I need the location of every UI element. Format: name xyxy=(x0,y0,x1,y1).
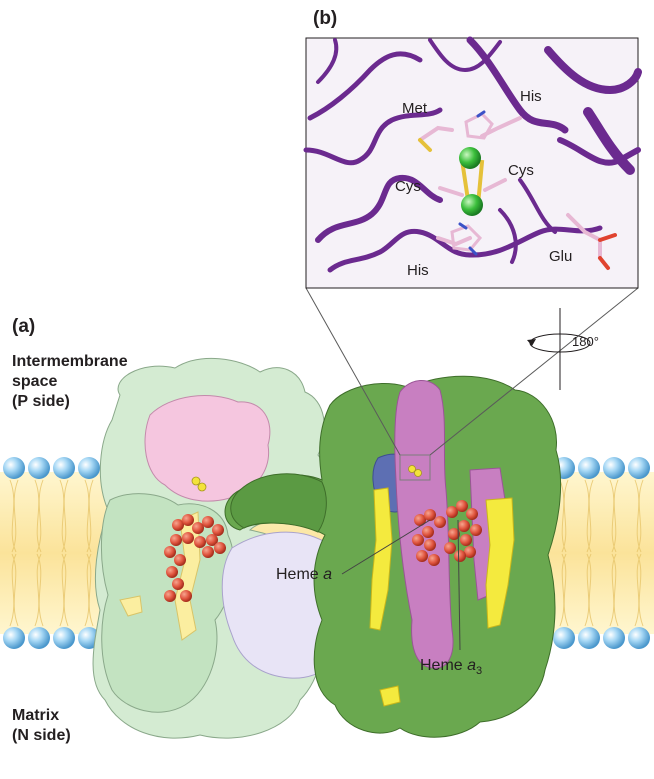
heme-atom xyxy=(192,522,204,534)
heme-cluster-left xyxy=(164,514,226,602)
heme-a3-label: Heme a3 xyxy=(420,657,483,678)
matrix-label: Matrix (N side) xyxy=(12,706,71,746)
copper-atom-top xyxy=(459,147,481,169)
heme-atom xyxy=(416,550,428,562)
lipid-head xyxy=(603,627,625,649)
lipid-tail xyxy=(9,479,19,627)
heme-atom xyxy=(164,546,176,558)
heme-a3-cluster xyxy=(444,500,482,562)
heme-atom xyxy=(202,546,214,558)
heme-atom xyxy=(214,542,226,554)
lipid-heads-top xyxy=(3,457,650,479)
zoom-callout xyxy=(305,287,639,481)
lipid-head xyxy=(578,457,600,479)
heme-atom xyxy=(170,534,182,546)
lipid-head xyxy=(3,457,25,479)
heme-atom xyxy=(428,554,440,566)
heme-atom xyxy=(180,590,192,602)
lipid-tails xyxy=(9,479,644,627)
panel-label-a: (a) xyxy=(12,316,36,337)
heme-atom xyxy=(456,500,468,512)
lipid-tail xyxy=(584,479,594,627)
heme-atom xyxy=(424,509,436,521)
heme-atom xyxy=(412,534,424,546)
subunit-yellow-bottom xyxy=(379,685,401,707)
panel-label-b: (b) xyxy=(313,8,338,29)
lipid-head xyxy=(28,627,50,649)
heme-atom xyxy=(182,532,194,544)
heme-atom xyxy=(464,546,476,558)
lipid-tail xyxy=(634,479,644,627)
heme-atom xyxy=(470,524,482,536)
heme-leader-lines xyxy=(341,519,461,651)
lipid-head xyxy=(78,457,100,479)
heme-atom xyxy=(174,554,186,566)
lipid-head xyxy=(603,457,625,479)
p-side-label: (P side) xyxy=(12,393,70,410)
intermembrane-line2: space xyxy=(12,373,58,390)
residue-cys-right: Cys xyxy=(508,162,534,179)
subunit-dark-green-lobe xyxy=(230,473,327,533)
rotation-label: 180° xyxy=(572,334,599,349)
subunit-light-yellow-tab xyxy=(119,595,143,617)
zoom-source-box xyxy=(399,454,431,481)
protein-ribbon xyxy=(303,36,642,273)
lipid-tail xyxy=(84,479,94,627)
heme-atom xyxy=(448,528,460,540)
copper-atom-bottom xyxy=(461,194,483,216)
heme-atom xyxy=(172,519,184,531)
heme-atom xyxy=(414,514,426,526)
heme-a-label: Heme a xyxy=(276,566,333,583)
residue-his-top: His xyxy=(520,88,542,105)
heme-atom xyxy=(454,550,466,562)
subunit-yellow-right xyxy=(485,497,515,629)
n-side-label: (N side) xyxy=(12,727,71,744)
lipid-head xyxy=(53,457,75,479)
heme-a-cluster xyxy=(412,509,446,566)
lipid-tail xyxy=(609,479,619,627)
residue-his-bottom: His xyxy=(407,262,429,279)
residue-met: Met xyxy=(402,100,428,117)
heme-atom xyxy=(202,516,214,528)
heme-atom xyxy=(164,590,176,602)
rotation-indicator xyxy=(527,308,591,390)
intermembrane-line1: Intermembrane xyxy=(12,353,128,370)
heme-atom xyxy=(460,534,472,546)
lipid-tail xyxy=(59,479,69,627)
residue-glu: Glu xyxy=(549,248,573,265)
heme-atom xyxy=(466,508,478,520)
heme-atom xyxy=(194,536,206,548)
residue-cys-left: Cys xyxy=(395,178,421,195)
heme-atom xyxy=(458,520,470,532)
matrix-line1: Matrix xyxy=(12,707,60,724)
subunit-light-green-inner xyxy=(101,493,235,713)
lipid-head xyxy=(53,627,75,649)
panel-b-box xyxy=(303,36,642,289)
heme-atom xyxy=(444,542,456,554)
lipid-head xyxy=(628,627,650,649)
heme-atom xyxy=(424,539,436,551)
lipid-head xyxy=(553,627,575,649)
heme-atom xyxy=(212,524,224,536)
subunit-yellow-mid xyxy=(369,487,393,631)
heme-atom xyxy=(434,516,446,528)
heme-atom xyxy=(166,566,178,578)
cua-site-small xyxy=(191,465,422,492)
heme-atom xyxy=(182,514,194,526)
lipid-tail xyxy=(34,479,44,627)
heme-atom xyxy=(422,526,434,538)
intermembrane-space-label: Intermembrane space (P side) xyxy=(12,352,128,412)
lipid-head xyxy=(28,457,50,479)
lipid-head xyxy=(628,457,650,479)
lipid-tail xyxy=(559,479,569,627)
heme-atom xyxy=(446,506,458,518)
heme-atom xyxy=(172,578,184,590)
subunit-dark-green-body xyxy=(224,375,562,738)
lipid-head xyxy=(578,627,600,649)
lipid-head xyxy=(3,627,25,649)
heme-atom xyxy=(206,534,218,546)
